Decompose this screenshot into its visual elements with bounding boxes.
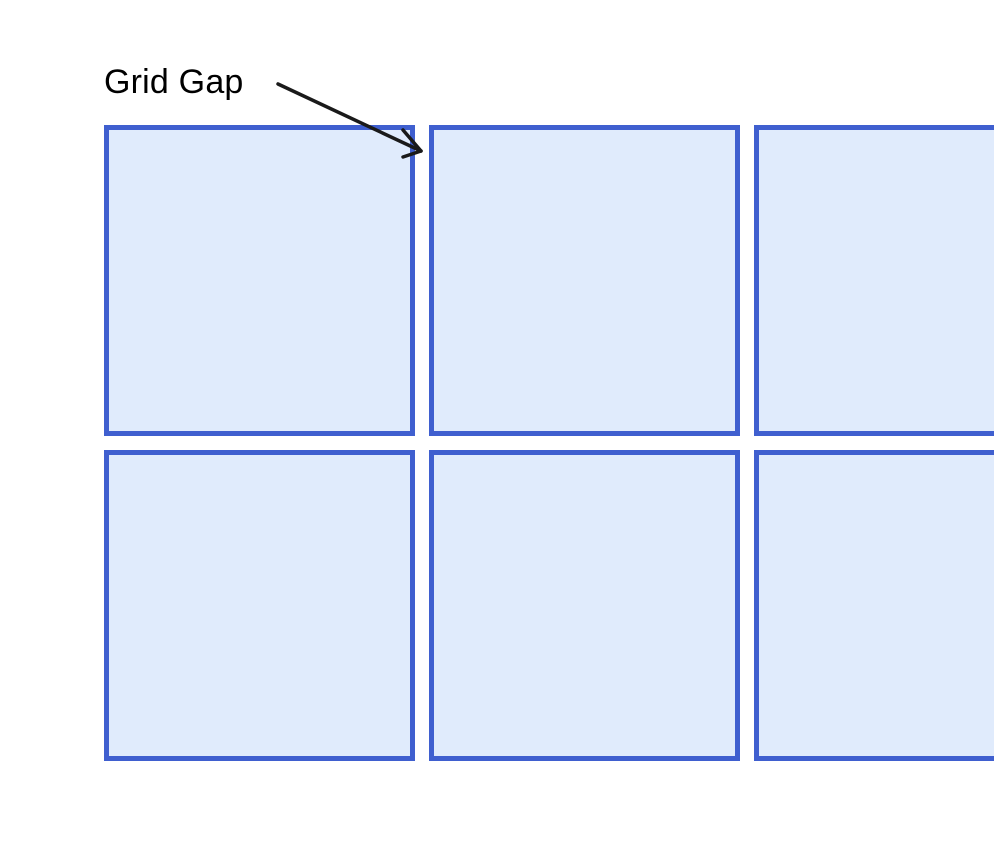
grid-cell-4 <box>104 450 415 761</box>
grid-cell-6 <box>754 450 994 761</box>
grid-cell-2 <box>429 125 740 436</box>
grid-cell-5 <box>429 450 740 761</box>
grid-cell-3 <box>754 125 994 436</box>
grid-cell-1 <box>104 125 415 436</box>
grid-container <box>104 125 994 761</box>
grid-gap-label: Grid Gap <box>104 63 244 101</box>
